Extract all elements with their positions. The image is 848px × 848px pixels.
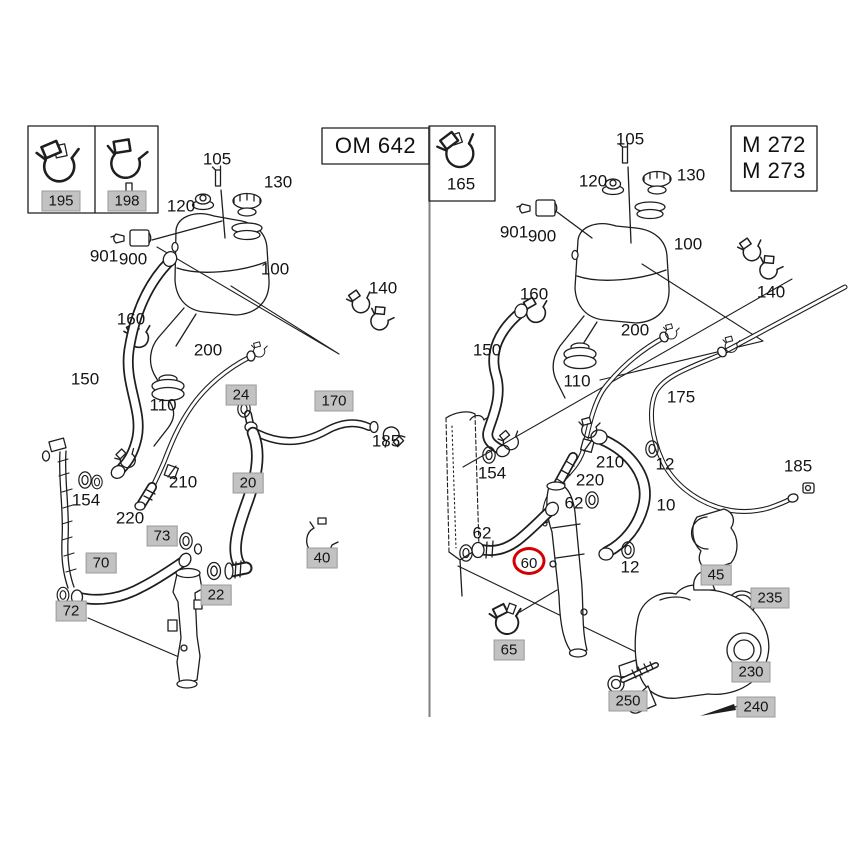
clamp-165-icon bbox=[432, 123, 485, 175]
leader-lines-left bbox=[87, 246, 340, 661]
callout-r45: 45 bbox=[700, 564, 732, 586]
callout-l130: 130 bbox=[263, 172, 293, 192]
clamp-165-box bbox=[428, 125, 496, 202]
callout-l72: 72 bbox=[55, 600, 87, 622]
callout-r60: 60 bbox=[512, 547, 546, 575]
callout-l198: 198 bbox=[107, 190, 147, 212]
callout-r210: 210 bbox=[595, 452, 625, 472]
right-panel-artwork bbox=[445, 142, 848, 716]
nut-120-right-icon bbox=[601, 178, 625, 196]
charge-pipe-left bbox=[167, 567, 203, 689]
engine-code-m272-m273: M 272 M 273 bbox=[733, 132, 815, 184]
callout-l100: 100 bbox=[260, 259, 290, 279]
panel-frames bbox=[27, 125, 818, 717]
callout-l105: 105 bbox=[202, 149, 232, 169]
fitting-185-right-icon bbox=[802, 482, 815, 494]
callout-l901: 901 bbox=[89, 246, 119, 266]
callout-r110: 110 bbox=[563, 371, 591, 391]
callout-l150: 150 bbox=[70, 369, 100, 389]
callout-l140: 140 bbox=[368, 278, 398, 298]
callout-r235: 235 bbox=[750, 587, 790, 609]
callout-r140: 140 bbox=[756, 282, 786, 302]
callout-l20: 20 bbox=[232, 472, 264, 494]
callout-l185: 185 bbox=[371, 431, 401, 451]
callout-l70: 70 bbox=[85, 552, 117, 574]
callout-l24: 24 bbox=[225, 384, 257, 406]
hose-60-right bbox=[459, 491, 599, 562]
callout-l170: 170 bbox=[314, 390, 354, 412]
callout-l200: 200 bbox=[193, 340, 223, 360]
expansion-tank-left bbox=[149, 213, 270, 447]
pipe-175-right bbox=[648, 284, 848, 514]
bolt-250-icon bbox=[607, 661, 659, 693]
expansion-tank-right bbox=[552, 201, 670, 399]
hose-170-left bbox=[253, 419, 408, 453]
callout-r65: 65 bbox=[493, 639, 525, 661]
m272-box bbox=[730, 125, 818, 192]
callout-l120: 120 bbox=[166, 196, 196, 216]
callout-r175: 175 bbox=[666, 387, 696, 407]
left-panel-artwork bbox=[41, 165, 408, 689]
pin-105-left-icon bbox=[211, 165, 226, 239]
callout-r150: 150 bbox=[472, 340, 502, 360]
callout-l195: 195 bbox=[41, 190, 81, 212]
water-pipe-right bbox=[546, 481, 588, 658]
hose-150-left bbox=[78, 251, 178, 490]
hose-150-right bbox=[482, 303, 528, 464]
clamp-65-icon bbox=[487, 599, 527, 638]
radiator-right bbox=[445, 411, 637, 653]
oil-line-left bbox=[41, 437, 77, 589]
callout-r240: 240 bbox=[736, 696, 776, 718]
fitting-220-left-icon bbox=[134, 482, 157, 511]
engine-code-om642: OM 642 bbox=[334, 133, 417, 158]
pin-105-right-icon bbox=[618, 142, 632, 244]
callout-l220: 220 bbox=[115, 508, 145, 528]
callout-l160: 160 bbox=[116, 309, 146, 329]
hose-70-left bbox=[56, 532, 203, 605]
callout-r165: 165 bbox=[446, 174, 476, 194]
bracket-45-right-icon bbox=[690, 508, 738, 571]
callout-r220: 220 bbox=[575, 470, 605, 490]
valve-210-left-icon bbox=[163, 463, 179, 480]
clamp-195-icon bbox=[34, 136, 84, 186]
callout-l110: 110 bbox=[149, 395, 177, 415]
vent-hose-200-left bbox=[134, 341, 268, 511]
engine-code-m272: M 272 bbox=[742, 132, 806, 157]
callout-l154: 154 bbox=[71, 490, 101, 510]
callout-r250: 250 bbox=[608, 690, 648, 712]
callout-l73: 73 bbox=[146, 525, 178, 547]
callout-r200: 200 bbox=[620, 320, 650, 340]
callout-r901: 901 bbox=[499, 222, 529, 242]
valve-210-right-icon bbox=[579, 438, 595, 453]
sensor-900-901-right-icon bbox=[516, 199, 593, 239]
callout-r154: 154 bbox=[477, 463, 507, 483]
sensor-900-901-left-icon bbox=[110, 220, 223, 247]
hose-10-right bbox=[578, 416, 659, 561]
callout-l210: 210 bbox=[168, 472, 198, 492]
callout-l22: 22 bbox=[200, 584, 232, 606]
engine-code-m273: M 273 bbox=[742, 158, 806, 183]
callout-r120: 120 bbox=[578, 171, 608, 191]
callout-r62a: 62 bbox=[564, 493, 584, 513]
callout-r62b: 62 bbox=[472, 523, 492, 543]
callout-r12a: 12 bbox=[655, 454, 675, 474]
callout-r10: 10 bbox=[656, 495, 676, 515]
callout-r100: 100 bbox=[673, 234, 703, 254]
nut-120-left-icon bbox=[191, 193, 215, 211]
callout-r160: 160 bbox=[519, 284, 549, 304]
callout-r105: 105 bbox=[615, 129, 645, 149]
callout-r900: 900 bbox=[527, 226, 557, 246]
callout-l900: 900 bbox=[118, 249, 148, 269]
callout-l40: 40 bbox=[306, 547, 338, 569]
clamp-variants-box bbox=[27, 125, 159, 214]
callout-r185: 185 bbox=[783, 456, 813, 476]
hose-20-left bbox=[206, 426, 264, 581]
callout-r12b: 12 bbox=[620, 557, 640, 577]
callout-r230: 230 bbox=[731, 661, 771, 683]
callout-r130: 130 bbox=[676, 165, 706, 185]
